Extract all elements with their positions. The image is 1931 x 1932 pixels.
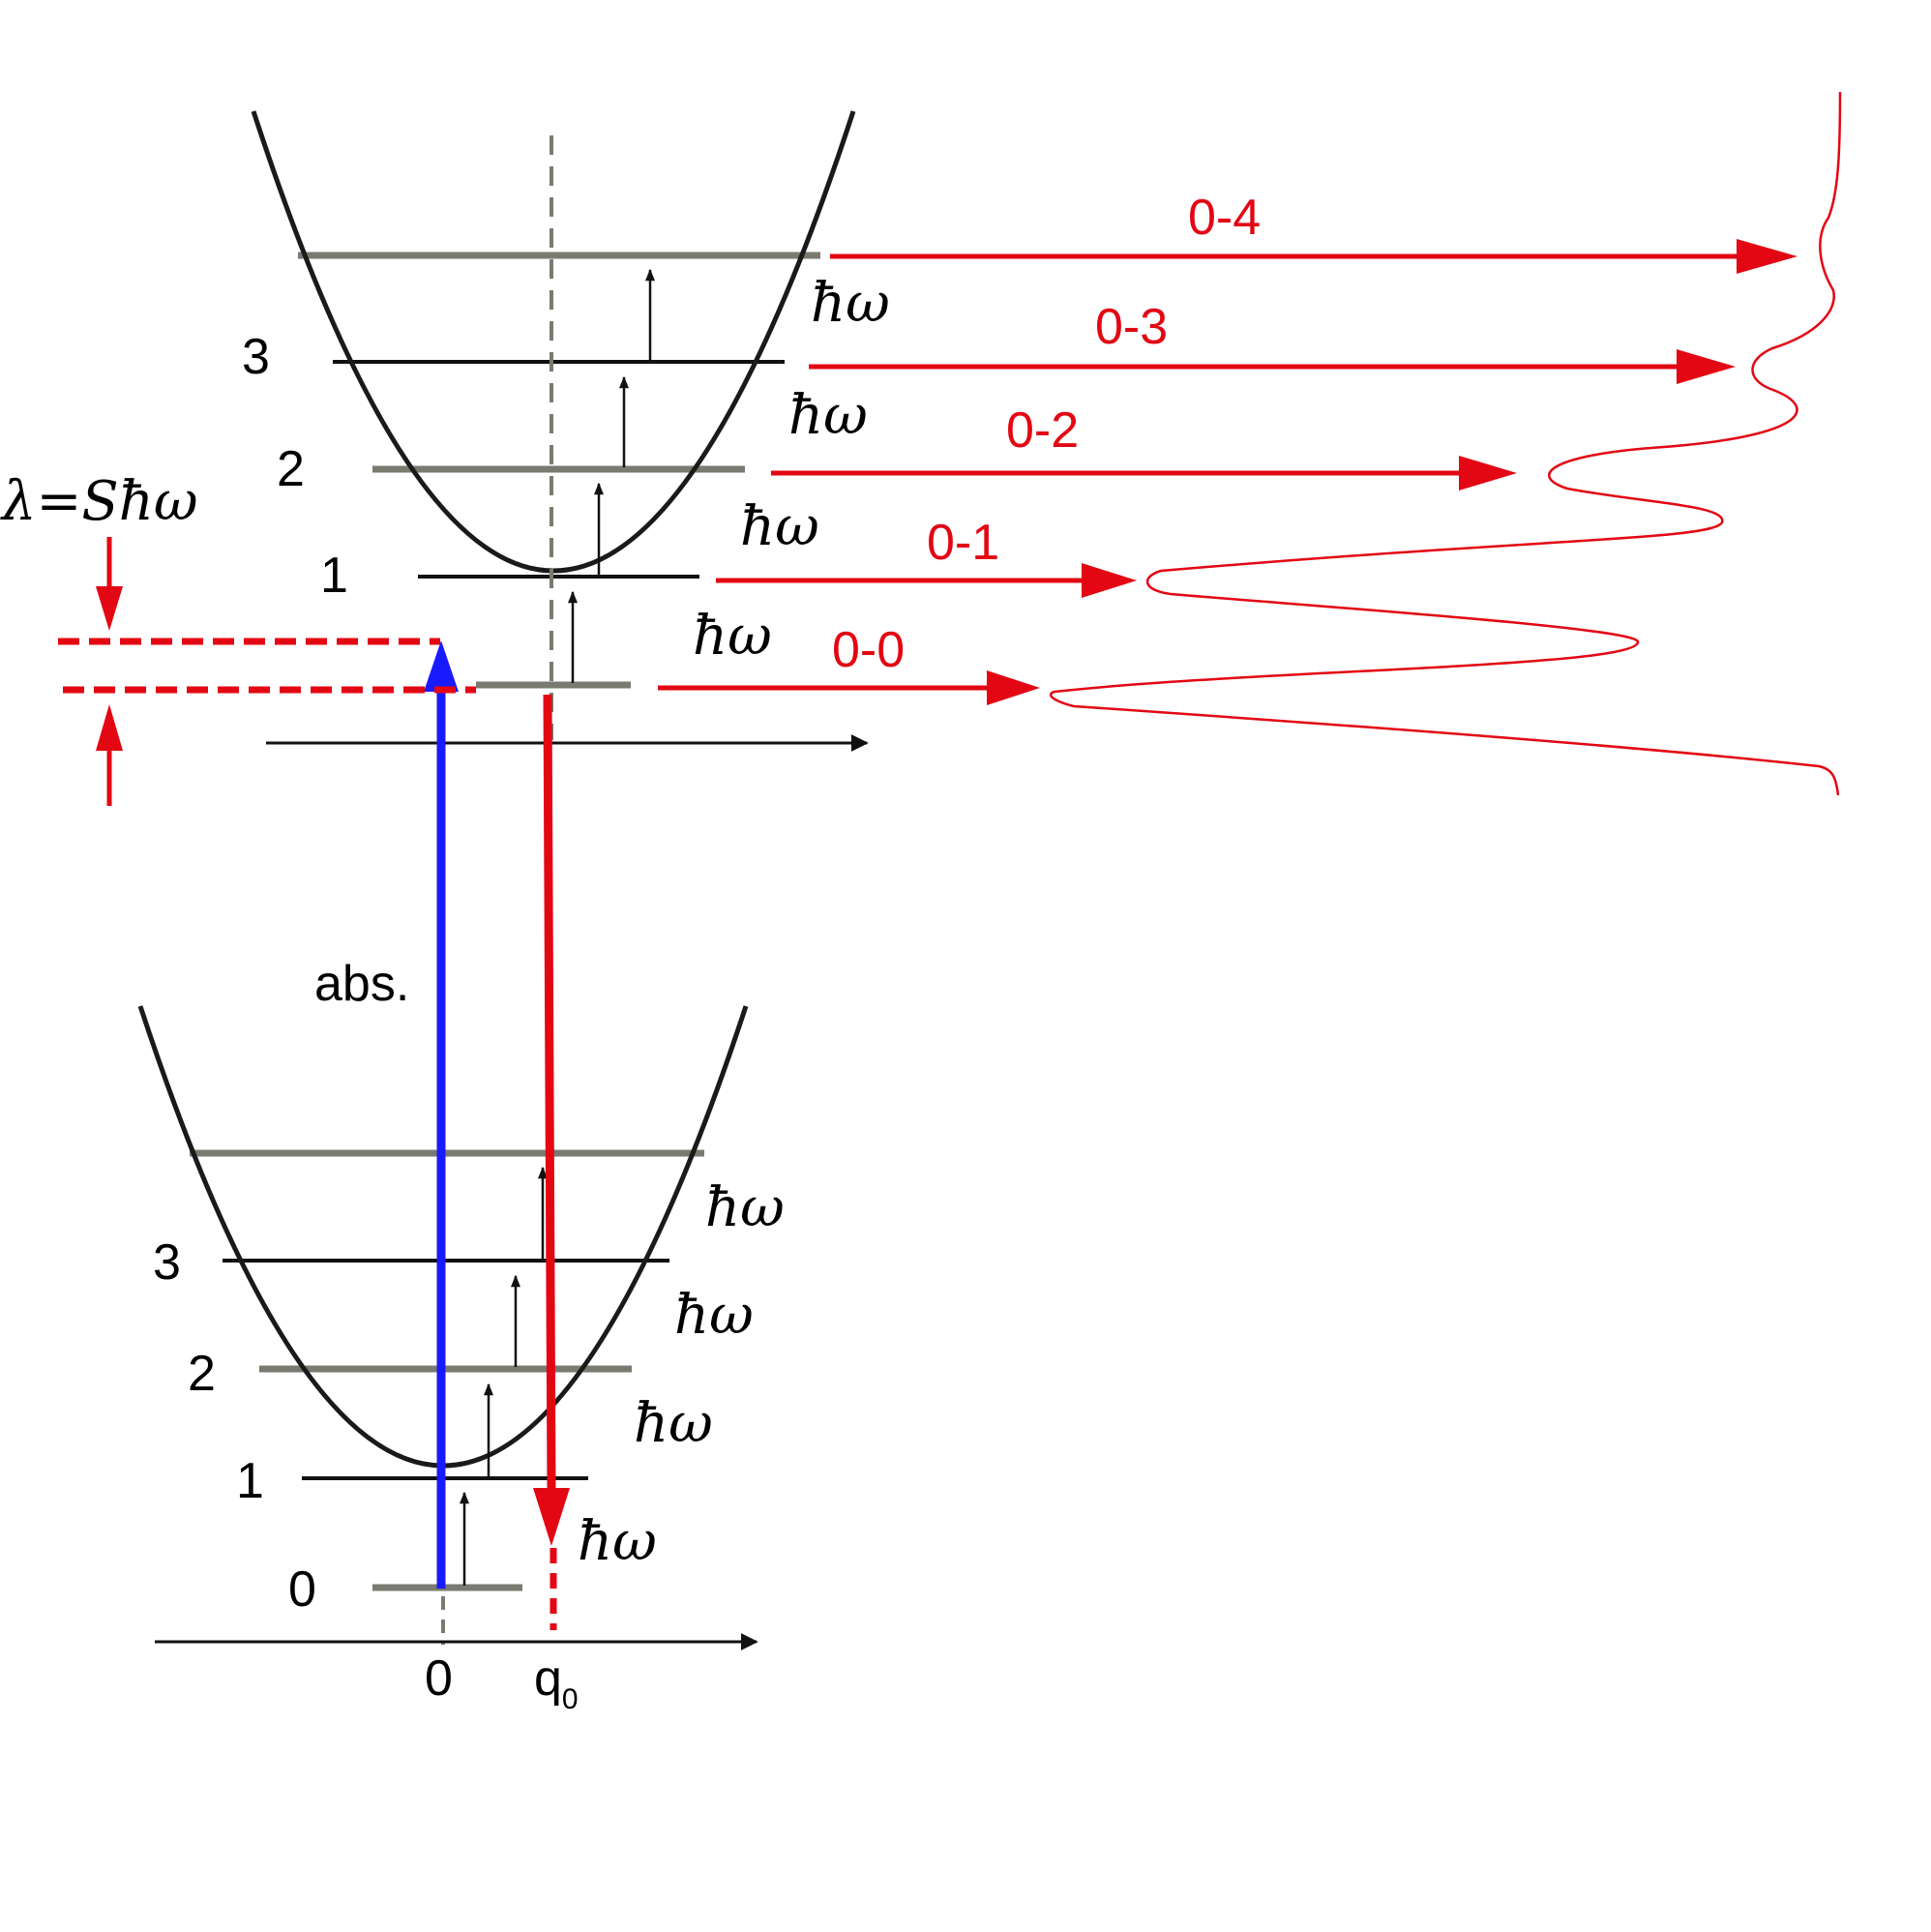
- upper-quantum-label-4: ħω: [811, 272, 890, 335]
- absorption-arrow-head: [424, 640, 459, 692]
- sideband-arrow-head-0-0: [987, 670, 1040, 705]
- upper-level-label-2: 2: [277, 441, 305, 497]
- lower-quantum-label-4: ħω: [705, 1176, 785, 1239]
- transition-label-0-0: 0-0: [832, 622, 905, 678]
- sideband-arrow-head-0-1: [1082, 563, 1137, 598]
- marker-arrow-bottom-head: [96, 704, 123, 751]
- upper-level-label-3: 3: [242, 329, 270, 385]
- emission-spectrum-curve: [1049, 91, 1842, 796]
- emission-arrow-shaft: [543, 694, 556, 1491]
- upper-quantum-label-2: ħω: [740, 495, 819, 558]
- lower-quantum-label-2: ħω: [634, 1392, 713, 1455]
- axis-q0-label: q0: [534, 1650, 579, 1715]
- upper-quantum-label-1: ħω: [693, 605, 772, 668]
- absorption-label: abs.: [314, 956, 409, 1012]
- lower-well: 0 1 2 3 ħω ħω ħω ħω 0 q0: [137, 1005, 785, 1715]
- sideband-arrow-head-0-4: [1737, 239, 1797, 274]
- vertical-transitions: abs.: [314, 640, 570, 1630]
- reorganization-energy-marker: λ=Sħω: [0, 470, 476, 806]
- transition-label-0-4: 0-4: [1188, 190, 1261, 246]
- lower-level-label-0: 0: [288, 1561, 316, 1618]
- sideband-arrow-head-0-2: [1459, 456, 1517, 490]
- lower-level-label-1: 1: [236, 1453, 264, 1509]
- transition-label-0-2: 0-2: [1006, 402, 1079, 459]
- lower-quantum-label-3: ħω: [674, 1284, 754, 1347]
- lower-level-label-3: 3: [153, 1234, 181, 1291]
- axis-origin-label: 0: [425, 1650, 453, 1707]
- emission-arrow-head: [533, 1488, 570, 1546]
- upper-level-label-1: 1: [320, 548, 348, 604]
- marker-arrow-top-head: [96, 586, 123, 631]
- transition-label-0-3: 0-3: [1095, 299, 1168, 355]
- sideband-arrows: 0-0 0-1 0-2 0-3 0-4: [658, 190, 1797, 705]
- reorganization-label: λ=Sħω: [0, 470, 198, 533]
- sideband-arrow-head-0-3: [1677, 349, 1736, 384]
- lower-level-label-2: 2: [188, 1346, 216, 1402]
- transition-label-0-1: 0-1: [927, 515, 999, 571]
- upper-well: 1 2 3 ħω ħω ħω ħω: [242, 110, 890, 752]
- lower-quantum-label-1: ħω: [578, 1510, 657, 1573]
- upper-quantum-label-3: ħω: [788, 384, 868, 447]
